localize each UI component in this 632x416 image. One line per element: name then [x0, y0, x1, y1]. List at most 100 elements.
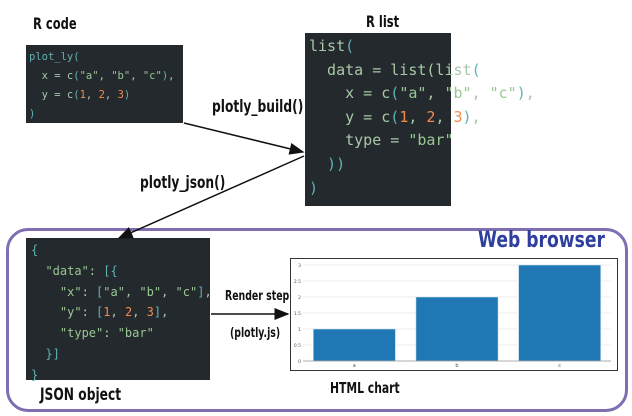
- code-token: ,: [130, 70, 143, 82]
- x-tick-label: b: [455, 363, 458, 369]
- bar-chart: 0 0.5 1 1.5 2 2.5 3 a b c: [294, 263, 611, 369]
- json-block: { "data": [{ "x": ["a", "b", "c"], "y": …: [26, 238, 212, 382]
- code-token: "b": [444, 84, 472, 103]
- code-token: ): [462, 107, 472, 126]
- bar-c: [518, 264, 602, 362]
- code-token: "x": [31, 284, 82, 299]
- arrow-json: [117, 155, 305, 239]
- code-token: :: [81, 284, 97, 299]
- code-line: )): [309, 153, 447, 177]
- code-token: type =: [309, 131, 409, 150]
- code-token: }]: [31, 346, 60, 361]
- code-token: x = c: [29, 70, 74, 82]
- r-code-label: R code: [33, 14, 77, 33]
- bar-b: [415, 296, 499, 362]
- code-token: ,: [98, 70, 112, 82]
- code-token: ,: [104, 89, 118, 101]
- code-token: ]: [153, 305, 162, 320]
- code-token: (: [73, 70, 80, 82]
- y-tick-label: 1: [298, 327, 301, 333]
- code-token: ,: [110, 305, 125, 320]
- code-line: data = list(list(: [309, 59, 481, 83]
- code-token: :: [88, 263, 104, 278]
- y-tick-label: 3: [298, 263, 301, 269]
- web-browser-frame: [6, 228, 628, 412]
- code-token: ,: [471, 107, 481, 126]
- code-line: "data": [{: [31, 261, 205, 282]
- code-token: y = c: [29, 89, 74, 101]
- code-line: list(: [309, 35, 447, 59]
- code-token: "b": [111, 70, 131, 82]
- code-token: 3: [146, 305, 154, 320]
- code-token: ): [309, 178, 319, 197]
- code-token: ,: [161, 305, 169, 320]
- y-tick-label: 2.5: [294, 279, 301, 285]
- code-token: "a": [79, 70, 99, 82]
- code-token: ,: [525, 84, 535, 103]
- r-code-block: plot_ly( x = c("a", "b", "c"), y = c(1, …: [26, 45, 183, 123]
- code-token: 3: [453, 107, 463, 126]
- code-line: x = c("a", "b", "c"),: [309, 82, 535, 106]
- code-token: ): [516, 84, 526, 103]
- code-token: data = list(list: [309, 60, 472, 79]
- y-tick-label: 0: [298, 359, 301, 365]
- code-token: [: [96, 284, 104, 299]
- code-token: x = c: [309, 84, 391, 103]
- code-token: list: [309, 37, 346, 55]
- code-token: "c": [175, 284, 198, 299]
- code-token: (: [390, 107, 400, 126]
- code-line: "type": "bar": [31, 323, 205, 344]
- code-line: "y": [1, 2, 3],: [31, 302, 205, 323]
- code-line: ): [309, 177, 447, 201]
- code-token: "b": [139, 284, 162, 299]
- y-tick-label: 1.5: [294, 311, 301, 317]
- render-step-label: Render step: [225, 289, 290, 304]
- code-line: y = c(1, 2, 3): [29, 86, 180, 105]
- code-line: {: [31, 240, 205, 261]
- code-token: (: [73, 51, 80, 63]
- json-object-label: JSON object: [40, 385, 122, 405]
- code-token: "a": [103, 284, 125, 299]
- code-token: :: [81, 305, 97, 320]
- x-tick-label: a: [353, 363, 356, 369]
- code-token: "y": [31, 305, 82, 320]
- y-tick-label: 2: [298, 295, 301, 301]
- code-token: "data": [31, 263, 89, 278]
- r-list-label: R list: [366, 12, 400, 31]
- code-token: ,: [204, 284, 212, 299]
- code-token: "c": [142, 70, 162, 82]
- x-tick-label: c: [558, 363, 561, 369]
- code-token: "a": [399, 84, 427, 103]
- code-token: {: [31, 243, 39, 257]
- code-line: x = c("a", "b", "c"),: [29, 67, 180, 86]
- code-token: 1: [103, 305, 111, 320]
- code-token: 1: [399, 107, 409, 126]
- code-line: "x": ["a", "b", "c"],: [31, 282, 212, 303]
- y-tick-label: 0.5: [294, 343, 301, 349]
- r-list-block: list( data = list(list( x = c("a", "b", …: [305, 33, 535, 206]
- code-token: 2: [98, 89, 105, 101]
- code-token: 3: [117, 89, 124, 101]
- code-line: type = "bar": [309, 129, 453, 153]
- code-token: ): [29, 108, 36, 120]
- code-token: "type": [31, 326, 104, 341]
- code-token: (: [345, 37, 355, 55]
- code-token: (: [73, 89, 80, 101]
- html-chart: 0 0.5 1 1.5 2 2.5 3 a b c: [290, 258, 618, 371]
- code-token: ,: [168, 70, 175, 82]
- plotly-build-label: plotly_build(): [212, 97, 304, 117]
- code-token: ): [123, 89, 131, 101]
- plotly-json-label: plotly_json(): [140, 173, 226, 193]
- code-line: }: [31, 365, 205, 386]
- code-token: 2: [426, 107, 436, 126]
- code-token: ,: [132, 305, 147, 320]
- code-token: }: [31, 367, 39, 382]
- code-token: ,: [161, 284, 176, 299]
- bar-a: [312, 328, 396, 362]
- arrow-build: [183, 122, 305, 155]
- code-token: ,: [408, 107, 427, 126]
- code-line: y = c(1, 2, 3),: [309, 106, 480, 130]
- plotly-js-label: (plotly.js): [230, 326, 281, 341]
- code-token: ,: [435, 107, 454, 126]
- code-token: 1: [79, 89, 86, 101]
